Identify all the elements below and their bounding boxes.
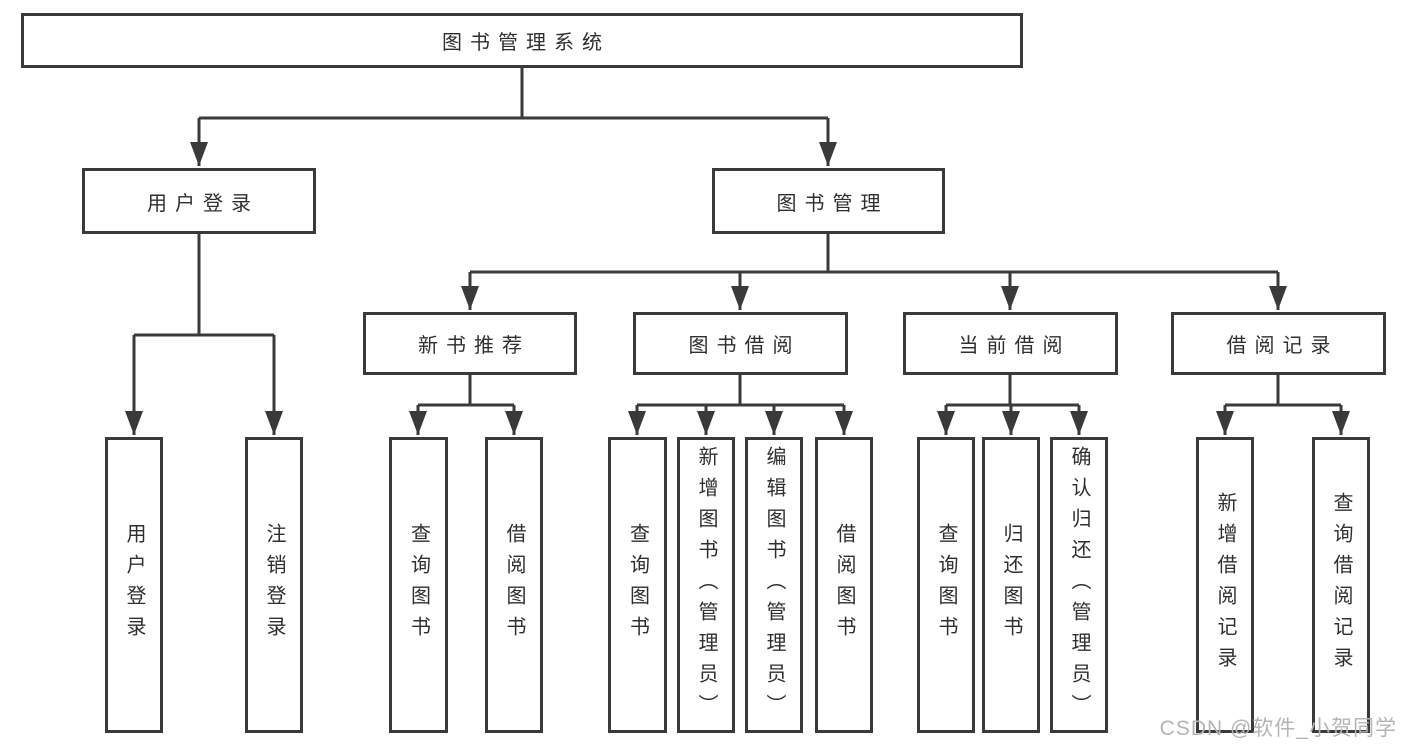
leaf-confirm-return-admin: 确认归还（管理员） xyxy=(1050,437,1108,733)
leaf-add-book-admin-label: 新增图书（管理员） xyxy=(695,445,717,725)
leaf-confirm-return-admin-label: 确认归还（管理员） xyxy=(1068,445,1090,725)
leaf-query-borrow-record-label: 查询借阅记录 xyxy=(1330,492,1352,678)
leaf-query-books-recommend-label: 查询图书 xyxy=(407,523,430,647)
leaf-return-book: 归还图书 xyxy=(982,437,1040,733)
leaf-logout: 注销登录 xyxy=(245,437,303,733)
node-book-borrowing: 图书借阅 xyxy=(633,312,848,375)
node-library-system: 图书管理系统 xyxy=(21,13,1023,68)
node-current-borrowing: 当前借阅 xyxy=(903,312,1118,375)
node-user-login: 用户登录 xyxy=(82,168,316,234)
leaf-borrow-books-recommend-label: 借阅图书 xyxy=(503,523,525,647)
leaf-query-books-borrowing: 查询图书 xyxy=(608,437,667,733)
leaf-add-borrow-record-label: 新增借阅记录 xyxy=(1214,492,1236,678)
leaf-query-books-current: 查询图书 xyxy=(917,437,975,733)
leaf-user-login-label: 用户登录 xyxy=(123,523,145,647)
leaf-borrow-books-label: 借阅图书 xyxy=(833,523,855,647)
leaf-add-borrow-record: 新增借阅记录 xyxy=(1196,437,1254,733)
leaf-borrow-books-recommend: 借阅图书 xyxy=(485,437,543,733)
leaf-query-books-current-label: 查询图书 xyxy=(935,523,957,647)
leaf-edit-book-admin-label: 编辑图书（管理员） xyxy=(763,445,785,725)
csdn-watermark: CSDN @软件_小贺同学 xyxy=(1159,717,1397,740)
leaf-query-books-borrowing-label: 查询图书 xyxy=(626,523,649,647)
leaf-user-login: 用户登录 xyxy=(105,437,163,733)
leaf-query-books-recommend: 查询图书 xyxy=(389,437,448,733)
leaf-edit-book-admin: 编辑图书（管理员） xyxy=(745,437,803,733)
node-new-book-recommend: 新书推荐 xyxy=(363,312,577,375)
leaf-return-book-label: 归还图书 xyxy=(1000,523,1022,647)
leaf-add-book-admin: 新增图书（管理员） xyxy=(677,437,735,733)
node-book-management: 图书管理 xyxy=(712,168,945,234)
leaf-query-borrow-record: 查询借阅记录 xyxy=(1312,437,1370,733)
node-borrow-records: 借阅记录 xyxy=(1171,312,1386,375)
leaf-borrow-books: 借阅图书 xyxy=(815,437,873,733)
leaf-logout-label: 注销登录 xyxy=(263,523,285,647)
